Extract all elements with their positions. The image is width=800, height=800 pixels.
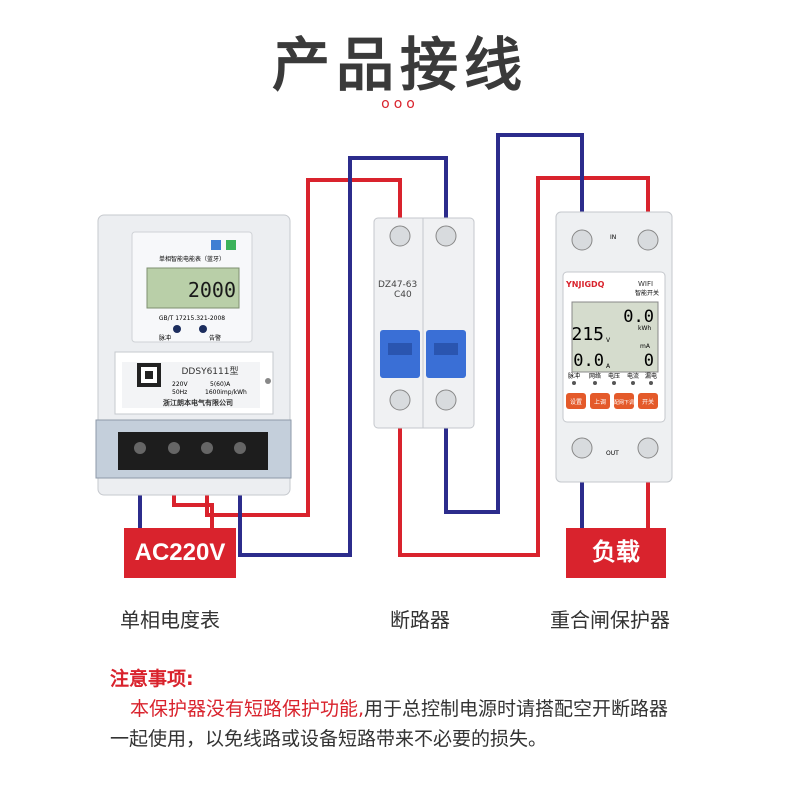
- protector-button-setup[interactable]: 设置: [570, 398, 582, 406]
- decorative-dots: ooo: [381, 96, 419, 112]
- meter-alarm-label: 告警: [209, 334, 221, 342]
- notice-heading: 注意事项:: [110, 668, 194, 690]
- breaker-rating: C40: [394, 290, 412, 300]
- meter-top-label: 单相智能电能表（蓝牙）: [159, 255, 225, 263]
- notice-highlight: 本保护器没有短路保护功能,: [130, 698, 365, 720]
- load-label: 负载: [566, 528, 666, 578]
- protector-button-down[interactable]: 配网下调: [614, 399, 634, 406]
- protector-energy: 0.0: [623, 307, 654, 327]
- protector-current: 0.0: [573, 351, 604, 371]
- protector-leak-unit: mA: [640, 343, 651, 350]
- protector-brand: YNJIGDQ: [565, 280, 605, 289]
- wire-live-breaker-to-protector: [398, 176, 650, 557]
- indicator-pulse-label: 脉冲: [568, 372, 580, 380]
- indicator-voltage-label: 电压: [608, 372, 620, 380]
- meter-model: DDSY6111型: [182, 366, 239, 377]
- protector-button-up[interactable]: 上调: [594, 398, 606, 406]
- meter-maker: 浙江朗本电气有限公司: [163, 398, 233, 407]
- meter-caption: 单相电度表: [120, 608, 220, 632]
- meter-spec-current: 5(60)A: [210, 381, 231, 388]
- protector-subtitle: 智能开关: [635, 289, 659, 297]
- meter-reading: 2000: [188, 278, 236, 302]
- protector-button-switch[interactable]: 开关: [642, 398, 654, 406]
- wire-neutral-breaker-to-protector: [444, 133, 584, 514]
- protector-wifi-label: WIFI: [638, 280, 653, 288]
- breaker-caption: 断路器: [390, 608, 450, 632]
- meter-spec-voltage: 220V: [172, 381, 188, 388]
- recloser-protector: YNJIGDQ WIFI 智能开关 IN OUT 215 V 0.0 kWh 0…: [555, 211, 673, 483]
- notice-text: 用于总控制电源时请搭配空开断路器一起使用，以免线路或设备短路带来不必要的损失。: [110, 698, 669, 750]
- source-label: AC220V: [124, 528, 236, 578]
- protector-caption: 重合闸保护器: [550, 608, 670, 632]
- indicator-network-label: 网络: [589, 372, 601, 380]
- circuit-breaker: DZ47-63 C40: [373, 217, 475, 429]
- notice-block: 注意事项: 本保护器没有短路保护功能,用于总控制电源时请搭配空开断路器一起使用，…: [110, 664, 670, 754]
- breaker-model: DZ47-63: [378, 280, 417, 290]
- meter-standard: GB/T 17215.321-2008: [159, 315, 225, 322]
- protector-voltage: 215: [571, 324, 604, 345]
- notice-body: 本保护器没有短路保护功能,用于总控制电源时请搭配空开断路器一起使用，以免线路或设…: [110, 694, 670, 754]
- protector-out-label: OUT: [606, 450, 619, 457]
- protector-current-unit: A: [606, 363, 611, 370]
- protector-energy-unit: kWh: [638, 325, 651, 332]
- wire-neutral-meter-to-breaker: [238, 156, 448, 557]
- indicator-current-label: 电流: [627, 372, 639, 380]
- indicator-leak-label: 漏电: [645, 372, 657, 380]
- energy-meter: 单相智能电能表（蓝牙） 2000 GB/T 17215.321-2008 脉冲 …: [95, 214, 292, 496]
- meter-spec-constant: 1600imp/kWh: [205, 389, 247, 396]
- meter-pulse-label: 脉冲: [159, 334, 171, 342]
- meter-spec-frequency: 50Hz: [172, 389, 187, 396]
- protector-leak: 0: [644, 351, 654, 371]
- protector-in-label: IN: [610, 234, 616, 241]
- page-title: 产品接线: [271, 31, 528, 99]
- protector-voltage-unit: V: [606, 337, 611, 344]
